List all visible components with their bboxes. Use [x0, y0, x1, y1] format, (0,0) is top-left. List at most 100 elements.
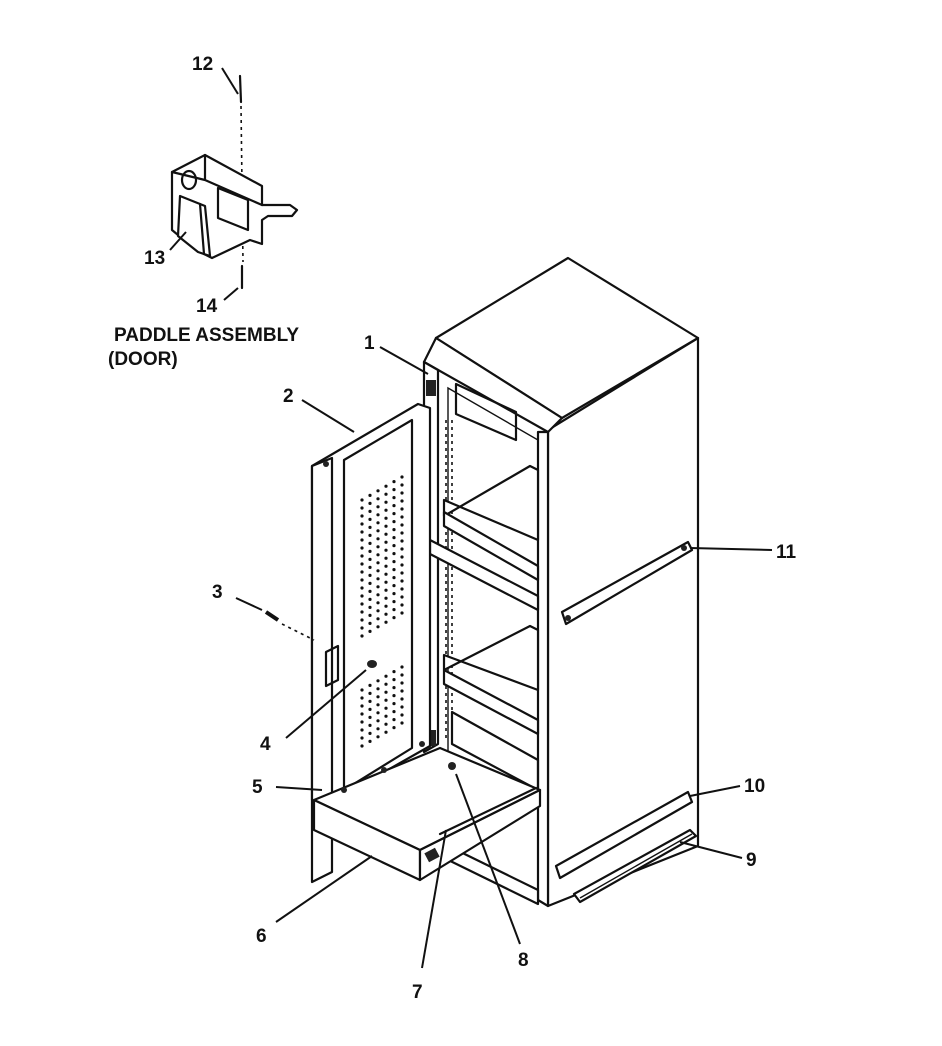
perforation-dot: [400, 665, 404, 669]
upper-hinge: [426, 380, 436, 396]
perforation-dot: [376, 513, 380, 517]
perforation-dot: [400, 611, 404, 615]
bin-slide-rail: [438, 786, 538, 836]
perforation-dot: [392, 488, 396, 492]
perforation-dot: [368, 557, 372, 562]
perforation-dot: [384, 714, 388, 718]
perforation-dot: [392, 560, 396, 564]
perforation-dot: [384, 730, 388, 734]
perforation-dot: [368, 589, 372, 594]
callout-3: 3: [212, 582, 223, 603]
perforation-dot: [376, 593, 380, 597]
perforation-dot: [400, 491, 404, 495]
upper-shelf-back: [442, 464, 540, 542]
perforation-dot: [376, 561, 380, 565]
perforation-dot: [400, 539, 404, 543]
caption-line-1: PADDLE ASSEMBLY: [114, 325, 299, 346]
perforation-dot: [392, 496, 396, 500]
callout-7: 7: [412, 982, 423, 1003]
perforation-dot: [376, 711, 380, 715]
perforation-dot: [360, 562, 364, 566]
perforation-dot: [384, 556, 388, 560]
perforation-dot: [392, 528, 396, 532]
perforation-dot: [368, 541, 372, 546]
perforation-dot: [392, 480, 396, 484]
callout-14: 14: [196, 296, 218, 317]
perforation-dot: [376, 497, 380, 501]
perforation-dot: [360, 720, 364, 724]
perforation-dot: [360, 594, 364, 598]
perforation-dot: [368, 707, 372, 712]
perforation-dot: [384, 492, 388, 496]
perforation-dot: [376, 505, 380, 509]
paddle-assembly-caption: PADDLE ASSEMBLY (DOOR): [108, 325, 299, 370]
perforation-dot: [360, 602, 364, 606]
perforation-dot: [400, 483, 404, 487]
perforation-dot: [376, 577, 380, 581]
perforation-dot: [368, 493, 372, 497]
perforation-dot: [376, 529, 380, 533]
perforation-dot: [368, 739, 372, 744]
perforation-dot: [376, 719, 380, 723]
middle-shelf-back: [442, 624, 540, 692]
perforation-dot: [400, 697, 404, 701]
perforation-dot: [392, 592, 396, 596]
perforation-dot: [360, 736, 364, 740]
perforation-dot: [392, 511, 396, 516]
perforation-dot: [392, 608, 396, 612]
perforation-dot: [376, 537, 380, 541]
perforation-dot: [400, 587, 404, 591]
perforation-dot: [376, 679, 380, 683]
perforation-dot: [400, 507, 404, 511]
perforation-dot: [392, 686, 396, 690]
perforation-dot: [384, 500, 388, 504]
perforation-dot: [384, 572, 388, 576]
perforation-dot: [360, 546, 364, 550]
door-latch: [324, 644, 340, 688]
perforation-dot: [400, 673, 404, 677]
perforation-dot: [368, 715, 372, 720]
perforation-dot: [392, 544, 396, 548]
perforation-dot: [392, 568, 396, 572]
perforation-dot: [376, 687, 380, 691]
perforation-dot: [360, 498, 364, 502]
perforation-dot: [368, 683, 372, 688]
perforation-dot: [376, 601, 380, 605]
perforation-dot: [360, 712, 364, 716]
perforation-dot: [376, 617, 380, 621]
callout-8: 8: [518, 950, 529, 971]
perforation-dot: [360, 696, 364, 700]
perforation-dot: [368, 581, 372, 586]
perforation-dot: [384, 524, 388, 528]
perforation-dot: [400, 555, 404, 559]
perforation-dot: [368, 629, 372, 634]
perforation-dot: [384, 706, 388, 710]
perforation-dot: [368, 613, 372, 618]
paddle-bracket-window: [216, 186, 250, 232]
perforation-dot: [368, 509, 372, 513]
perforation-dot: [400, 547, 404, 551]
perforation-dot: [392, 694, 396, 698]
perforation-dot: [368, 573, 372, 578]
perforation-dot: [368, 605, 372, 610]
paddle-assembly: [169, 67, 299, 301]
perforation-dot: [360, 538, 364, 542]
callout-5: 5: [252, 777, 263, 798]
perforation-dot: [392, 678, 396, 682]
perforation-dot: [384, 612, 388, 616]
perforation-dot: [368, 597, 372, 602]
perforation-dot: [360, 586, 364, 590]
perforation-dot: [392, 702, 396, 706]
perforation-dot: [392, 520, 396, 524]
door-paddle-knob: [367, 660, 377, 668]
callout-11: 11: [776, 542, 797, 563]
perforation-dot: [384, 620, 388, 624]
callout-10: 10: [744, 776, 765, 797]
perforation-dot: [400, 595, 404, 599]
perforation-dot: [368, 533, 372, 538]
perforation-dot: [400, 563, 404, 567]
perforation-dot: [400, 499, 404, 503]
perforation-dot: [384, 580, 388, 584]
perforation-dot: [384, 722, 388, 726]
